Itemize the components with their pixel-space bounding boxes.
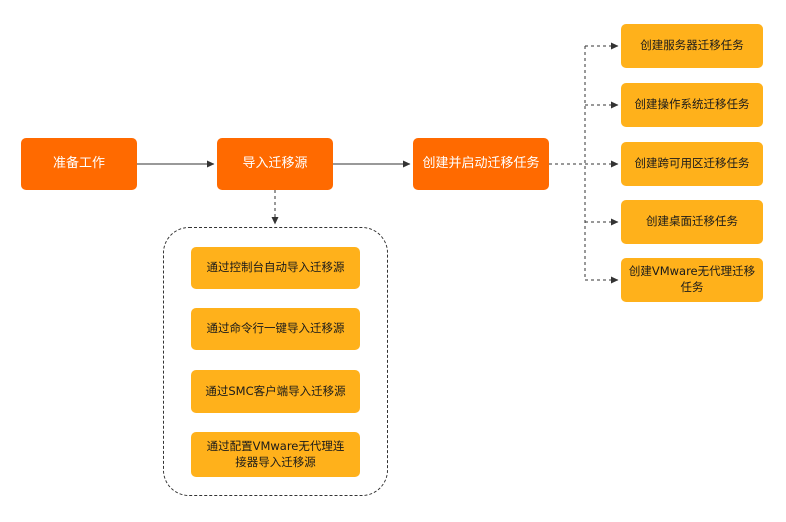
import-method-smc-client: 通过SMC客户端导入迁移源 xyxy=(191,370,360,413)
import-method-cli: 通过命令行一键导入迁移源 xyxy=(191,308,360,350)
task-server-migration: 创建服务器迁移任务 xyxy=(621,24,763,68)
import-method-console: 通过控制台自动导入迁移源 xyxy=(191,247,360,289)
task-os-migration: 创建操作系统迁移任务 xyxy=(621,83,763,127)
task-branch-connectors xyxy=(549,42,619,284)
import-methods-group xyxy=(163,227,388,496)
task-desktop-migration: 创建桌面迁移任务 xyxy=(621,200,763,244)
step-create-start-task: 创建并启动迁移任务 xyxy=(413,138,549,190)
step-import-source: 导入迁移源 xyxy=(217,138,333,190)
task-cross-az-migration: 创建跨可用区迁移任务 xyxy=(621,142,763,186)
import-method-vmware-connector: 通过配置VMware无代理连接器导入迁移源 xyxy=(191,432,360,477)
step-prepare: 准备工作 xyxy=(21,138,137,190)
task-vmware-agentless-migration: 创建VMware无代理迁移任务 xyxy=(621,258,763,302)
